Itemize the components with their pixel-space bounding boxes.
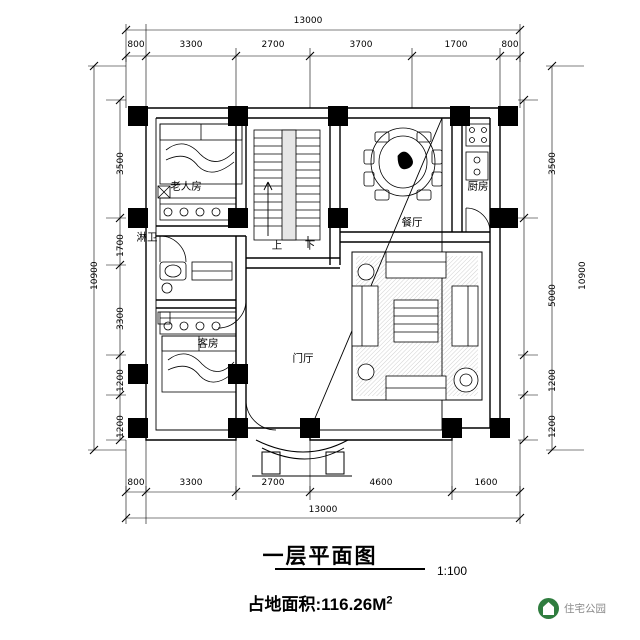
title-underline (275, 568, 425, 570)
dim-bottom-4: 1600 (474, 478, 498, 488)
page-title: 一层平面图 (262, 545, 378, 568)
dim-left-0: 3500 (116, 152, 126, 175)
dim-top-0: 800 (127, 40, 145, 50)
dim-bottom-3: 4600 (369, 478, 393, 488)
watermark-label: 住宅公园 (564, 603, 606, 615)
dim-left-3: 1200 (116, 369, 126, 392)
dim-right-3: 1200 (548, 415, 558, 438)
dim-bottom-1: 3300 (179, 478, 203, 488)
area-text: 占地面积:116.26M (247, 595, 387, 614)
staircase (253, 129, 321, 248)
dimension-ticks (89, 25, 557, 523)
area-exponent: 2 (386, 594, 393, 607)
dim-top-1: 3300 (179, 40, 203, 50)
room-label-stair-down: 下 (304, 239, 316, 252)
room-label-stair-up: 上 (271, 239, 283, 252)
house-icon (538, 598, 559, 619)
dim-overall-width-bottom: 13000 (308, 505, 338, 515)
kitchen-furniture (465, 123, 491, 233)
dim-top-3: 3700 (349, 40, 373, 50)
guest-bedroom-furniture (157, 299, 247, 393)
dining-furniture (363, 127, 443, 201)
room-label-entry-hall: 门厅 (292, 352, 314, 365)
dim-overall-height-left: 10900 (90, 261, 100, 290)
dim-overall-width-top: 13000 (293, 16, 323, 26)
dim-left-2: 3300 (116, 307, 126, 330)
room-label-kitchen: 厨房 (467, 180, 489, 193)
room-label-bathroom: 淋卫 (136, 231, 158, 244)
dim-top-5: 800 (501, 40, 519, 50)
dim-top-2: 2700 (261, 40, 285, 50)
dim-bottom-2: 2700 (261, 478, 285, 488)
dim-top-4: 1700 (444, 40, 468, 50)
watermark: 住宅公园 (538, 598, 606, 619)
elder-bedroom-furniture (157, 123, 243, 263)
dim-bottom-0: 800 (127, 478, 145, 488)
dim-left-4: 1200 (116, 415, 126, 438)
entry-porch (245, 399, 352, 477)
scale-label: 1:100 (437, 564, 468, 578)
area-label: 占地面积:116.26M2 (247, 590, 392, 615)
living-room-furniture (351, 251, 483, 401)
room-label-dining: 餐厅 (401, 216, 423, 229)
dim-right-0: 3500 (548, 152, 558, 175)
room-label-guest-bedroom: 客房 (197, 337, 219, 350)
dim-left-1: 1700 (116, 234, 126, 257)
dim-right-2: 1200 (548, 369, 558, 392)
bathroom-fixtures (159, 261, 233, 294)
dim-right-1: 5000 (548, 284, 558, 307)
room-label-elder-bedroom: 老人房 (170, 180, 202, 193)
dimension-lines (88, 24, 584, 524)
dim-overall-height-right: 10900 (578, 261, 588, 290)
